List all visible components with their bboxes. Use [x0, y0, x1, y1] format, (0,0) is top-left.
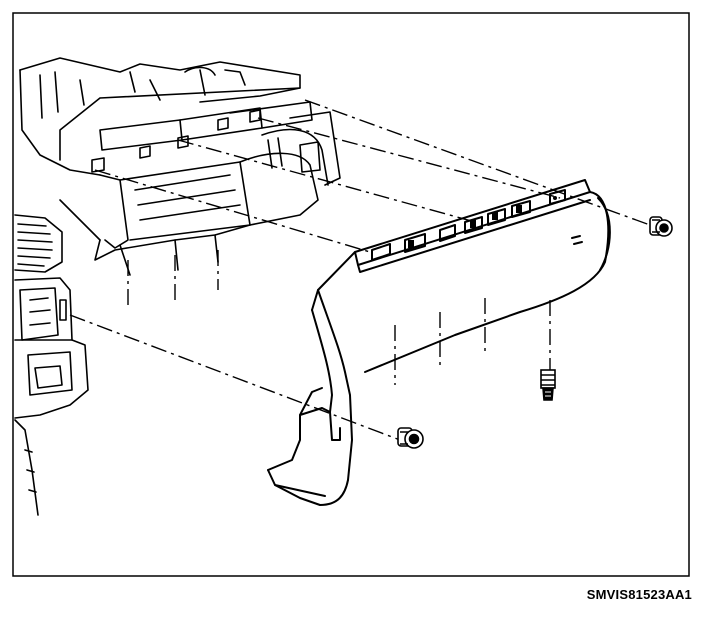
fastener-icon	[649, 216, 673, 237]
screw-icon	[540, 369, 556, 401]
figure-frame	[12, 12, 690, 577]
figure-caption: SMVIS81523AA1	[586, 587, 692, 602]
fastener-icon-lower	[397, 427, 424, 449]
trim-panel-illustration	[267, 179, 611, 506]
trim-panel-clip-fills	[408, 196, 557, 248]
instrument-panel-illustration	[14, 57, 341, 516]
alignment-lines	[69, 99, 651, 441]
